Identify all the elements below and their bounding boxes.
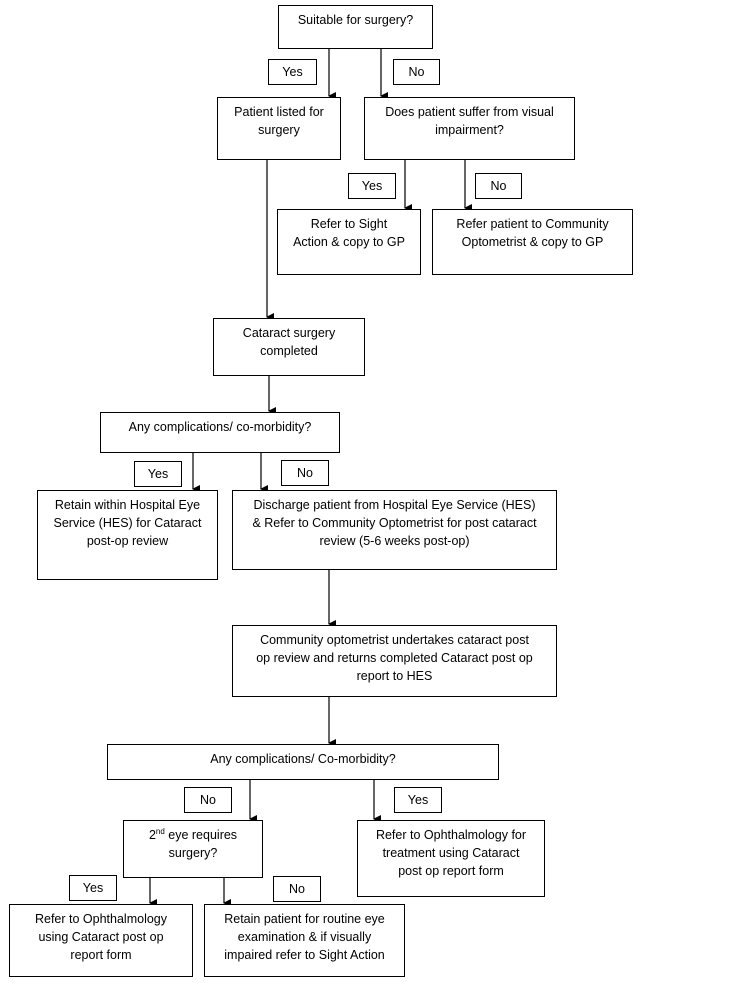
node-refer-ophthalmology-treatment: Refer to Ophthalmology for treatment usi… (357, 820, 545, 897)
node-text-line: Refer to Ophthalmology for (375, 828, 527, 842)
node-text-line: 2nd eye requires (124, 826, 262, 844)
node-visual-impairment: Does patient suffer from visual impairme… (364, 97, 575, 160)
node-text-line: surgery? (168, 846, 218, 860)
node-suitable-for-surgery: Suitable for surgery? (278, 5, 433, 49)
node-text-line: post-op review (86, 534, 169, 548)
node-any-complications-2: Any complications/ Co-morbidity? (107, 744, 499, 780)
node-text-line: Service (HES) for Cataract (53, 516, 202, 530)
node-text-line: Retain within Hospital Eye (54, 498, 201, 512)
node-text-line: Community optometrist undertakes catarac… (260, 633, 529, 647)
node-text-line: examination & if visually (237, 930, 372, 944)
node-text-line: Retain patient for routine eye (224, 912, 385, 926)
label-yes-complications2: Yes (394, 787, 442, 813)
node-text-line: Discharge patient from Hospital Eye Serv… (253, 498, 536, 512)
node-text: Suitable for surgery? (297, 13, 414, 27)
node-text-line: op review and returns completed Cataract… (256, 651, 533, 665)
node-text-line: report to HES (356, 669, 433, 683)
node-text: Any complications/ co-morbidity? (128, 420, 312, 434)
node-discharge-patient: Discharge patient from Hospital Eye Serv… (232, 490, 557, 570)
label-yes-second-eye: Yes (69, 875, 117, 901)
label-no-visual: No (475, 173, 522, 199)
node-text: Any complications/ Co-morbidity? (210, 752, 396, 766)
node-text-line: Refer patient to Community (456, 217, 609, 231)
node-retain-routine-examination: Retain patient for routine eye examinati… (204, 904, 405, 977)
node-text-line: completed (260, 344, 318, 358)
node-refer-sight-action: Refer to Sight Action & copy to GP (277, 209, 421, 275)
node-text-line: Action & copy to GP (293, 235, 405, 249)
node-text-line: Cataract surgery (242, 326, 336, 340)
node-text-line: impaired refer to Sight Action (224, 948, 385, 962)
label-yes-complications1: Yes (134, 461, 182, 487)
node-retain-within-hes: Retain within Hospital Eye Service (HES)… (37, 490, 218, 580)
label-no-suitable: No (393, 59, 440, 85)
node-text-line: Refer to Sight (310, 217, 388, 231)
node-text-line: post op report form (398, 864, 504, 878)
label-no-complications1: No (281, 460, 329, 486)
node-text-line: Patient listed for (234, 105, 324, 119)
ordinal-number: 2 (148, 828, 156, 842)
node-text-line: Does patient suffer from visual (385, 105, 554, 119)
node-text-line: review (5-6 weeks post-op) (319, 534, 470, 548)
node-text-line: Refer to Ophthalmology (34, 912, 167, 926)
label-yes-visual: Yes (348, 173, 396, 199)
node-patient-listed: Patient listed for surgery (217, 97, 341, 160)
ordinal-suffix: nd (155, 827, 165, 836)
label-no-second-eye: No (273, 876, 321, 902)
node-second-eye-surgery: 2nd eye requires surgery? (123, 820, 263, 878)
node-text-line: surgery (258, 123, 300, 137)
node-text-line: report form (70, 948, 132, 962)
label-yes-suitable: Yes (268, 59, 317, 85)
node-refer-ophthalmology-form: Refer to Ophthalmology using Cataract po… (9, 904, 193, 977)
node-community-optometrist-review: Community optometrist undertakes catarac… (232, 625, 557, 697)
node-text-line: treatment using Cataract (382, 846, 520, 860)
node-text-line: impairment? (435, 123, 504, 137)
node-text-line: Optometrist & copy to GP (461, 235, 604, 249)
node-text-line: & Refer to Community Optometrist for pos… (252, 516, 537, 530)
node-refer-community-optometrist-gp: Refer patient to Community Optometrist &… (432, 209, 633, 275)
label-no-complications2: No (184, 787, 232, 813)
node-any-complications-1: Any complications/ co-morbidity? (100, 412, 340, 453)
node-text-fragment: eye requires (164, 828, 238, 842)
node-cataract-surgery-completed: Cataract surgery completed (213, 318, 365, 376)
node-text-line: using Cataract post op (38, 930, 164, 944)
